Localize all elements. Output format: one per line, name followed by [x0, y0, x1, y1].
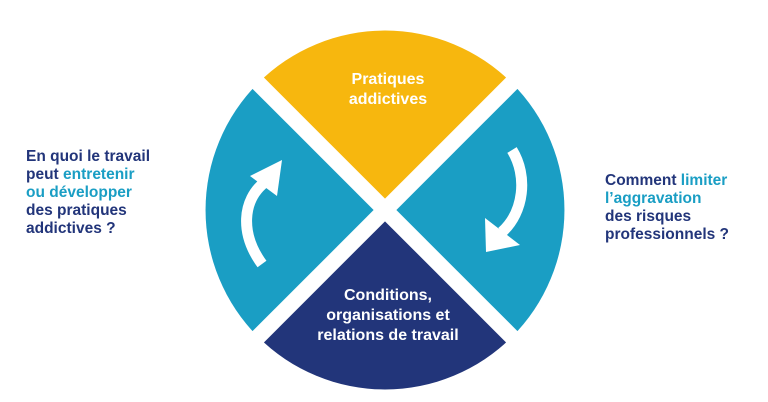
right-question-line: des risques	[605, 208, 692, 225]
top-quadrant-label: Pratiques addictives	[300, 70, 476, 110]
left-question-line: addictives ?	[26, 220, 116, 237]
top-label-line: addictives	[348, 91, 428, 108]
right-question-accent: limiter	[680, 172, 728, 189]
right-question-line: professionnels ?	[605, 226, 730, 243]
left-question-line: En quoi le travail	[26, 148, 151, 165]
left-quadrant	[205, 83, 385, 337]
curved-arrow-up-icon	[241, 160, 282, 268]
top-quadrant	[258, 30, 512, 210]
bottom-label-line: relations de travail	[317, 327, 459, 344]
right-question: Comment limiter l’aggravation des risque…	[605, 172, 765, 244]
bottom-quadrant	[258, 210, 512, 390]
right-quadrant	[385, 83, 565, 337]
bottom-label-line: Conditions,	[344, 287, 432, 304]
divider-line	[233, 58, 537, 362]
right-question-text: Comment	[605, 172, 681, 189]
curved-arrow-down-icon	[485, 147, 528, 252]
left-question-text: peut	[26, 166, 64, 183]
bottom-label-line: organisations et	[326, 307, 450, 324]
bottom-quadrant-label: Conditions, organisations et relations d…	[290, 286, 486, 346]
left-question-accent-line: ou développer	[26, 184, 132, 201]
left-question-line: peut entretenir	[26, 166, 216, 184]
right-question-line: Comment limiter	[605, 172, 765, 190]
left-question-line: des pratiques	[26, 202, 127, 219]
right-question-accent-line: l’aggravation	[605, 190, 702, 207]
left-question-accent: entretenir	[63, 166, 135, 183]
left-question: En quoi le travail peut entretenir ou dé…	[26, 148, 216, 238]
top-label-line: Pratiques	[351, 71, 425, 88]
